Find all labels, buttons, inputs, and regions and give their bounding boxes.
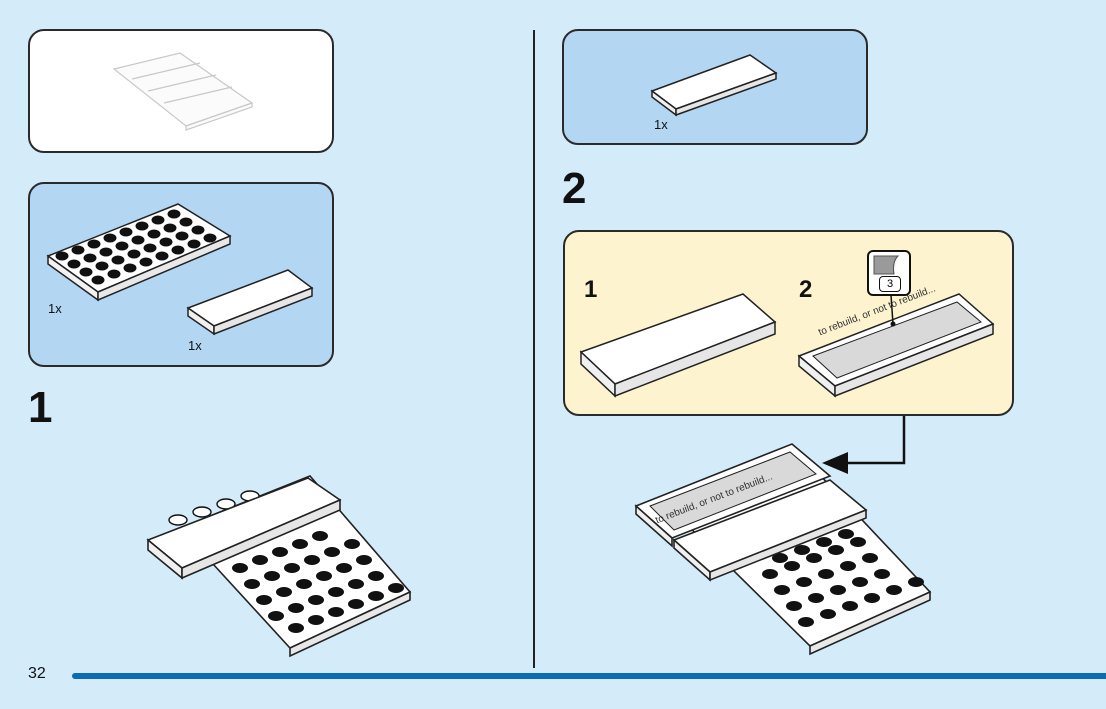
- step-number-2: 2: [562, 164, 587, 213]
- previous-model-illustration: [112, 52, 254, 131]
- stickered-tile-illustration: [797, 293, 995, 398]
- tile-quantity: 1x: [654, 117, 668, 132]
- sticker-icon: [873, 255, 900, 275]
- tile-quantity: 1x: [188, 338, 202, 353]
- step-number-1: 1: [28, 383, 53, 432]
- sticker-number: 3: [879, 276, 901, 292]
- tile-illustration: [579, 293, 777, 398]
- callout-connector-arrow: [822, 416, 906, 474]
- parts-panel-step-2: 1x: [562, 29, 868, 145]
- tile-2x6-illustration: [650, 54, 778, 117]
- sub-step-number-1: 1: [584, 276, 598, 303]
- tile-2x6-illustration: [186, 269, 314, 336]
- plate-4x8-illustration: [46, 203, 232, 302]
- sub-step-number-2: 2: [799, 276, 813, 303]
- column-divider: [533, 30, 535, 668]
- step-1-assembly-illustration: [146, 475, 412, 658]
- parts-panel-step-1: 1x 1x: [28, 182, 334, 367]
- plate-quantity: 1x: [48, 301, 62, 316]
- footer-bar: [72, 673, 1106, 679]
- page-number: 32: [28, 665, 46, 682]
- previous-model-panel: [28, 29, 334, 153]
- sticker-number-callout: 3: [867, 250, 911, 296]
- step-2-assembly-illustration: [634, 443, 932, 656]
- sub-assembly-panel: 1 2 to rebuild, or not to rebuild... 3: [563, 230, 1014, 416]
